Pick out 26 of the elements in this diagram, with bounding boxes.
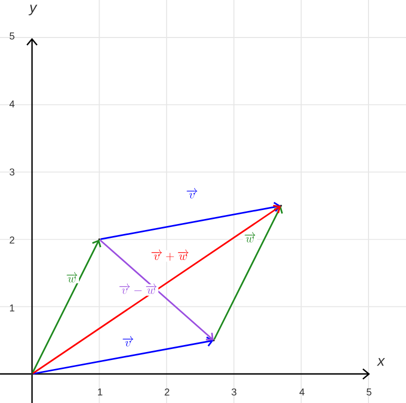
tick-label: 5 [366, 388, 372, 396]
vector-label: $\overrightarrow{v}$ [185, 188, 199, 200]
vector-arrow [100, 240, 214, 340]
vector-label: $\overrightarrow{w}$ [243, 232, 257, 244]
vector-label: $\overrightarrow{w}$ [65, 272, 79, 284]
tick-label: 2 [10, 236, 14, 244]
tick-label: 1 [10, 304, 14, 312]
vector-label: $\overrightarrow{v}$ [121, 336, 135, 348]
vector-endpoint [98, 238, 100, 240]
tick-label: 1 [98, 388, 102, 396]
vector-arrow [100, 202, 281, 240]
tick-label: 4 [9, 100, 14, 108]
tick-label: 4 [299, 388, 304, 396]
vector-label: $\overrightarrow{v}+\overrightarrow{w}$ [150, 250, 190, 262]
tick-label: 2 [164, 388, 170, 396]
vector-arrow [32, 240, 102, 374]
vector-arrow [33, 336, 214, 375]
vector-endpoint [212, 339, 215, 342]
axis-label: y [28, 4, 38, 16]
vector-arrow [214, 206, 283, 340]
vector-label: $\overrightarrow{v}-\overrightarrow{w}$ [118, 283, 158, 296]
tick-label: 5 [10, 32, 14, 40]
vector-arrow [32, 204, 281, 374]
axis-label: x [376, 358, 386, 366]
tick-label: 3 [232, 388, 236, 396]
tick-label: 3 [10, 168, 14, 176]
